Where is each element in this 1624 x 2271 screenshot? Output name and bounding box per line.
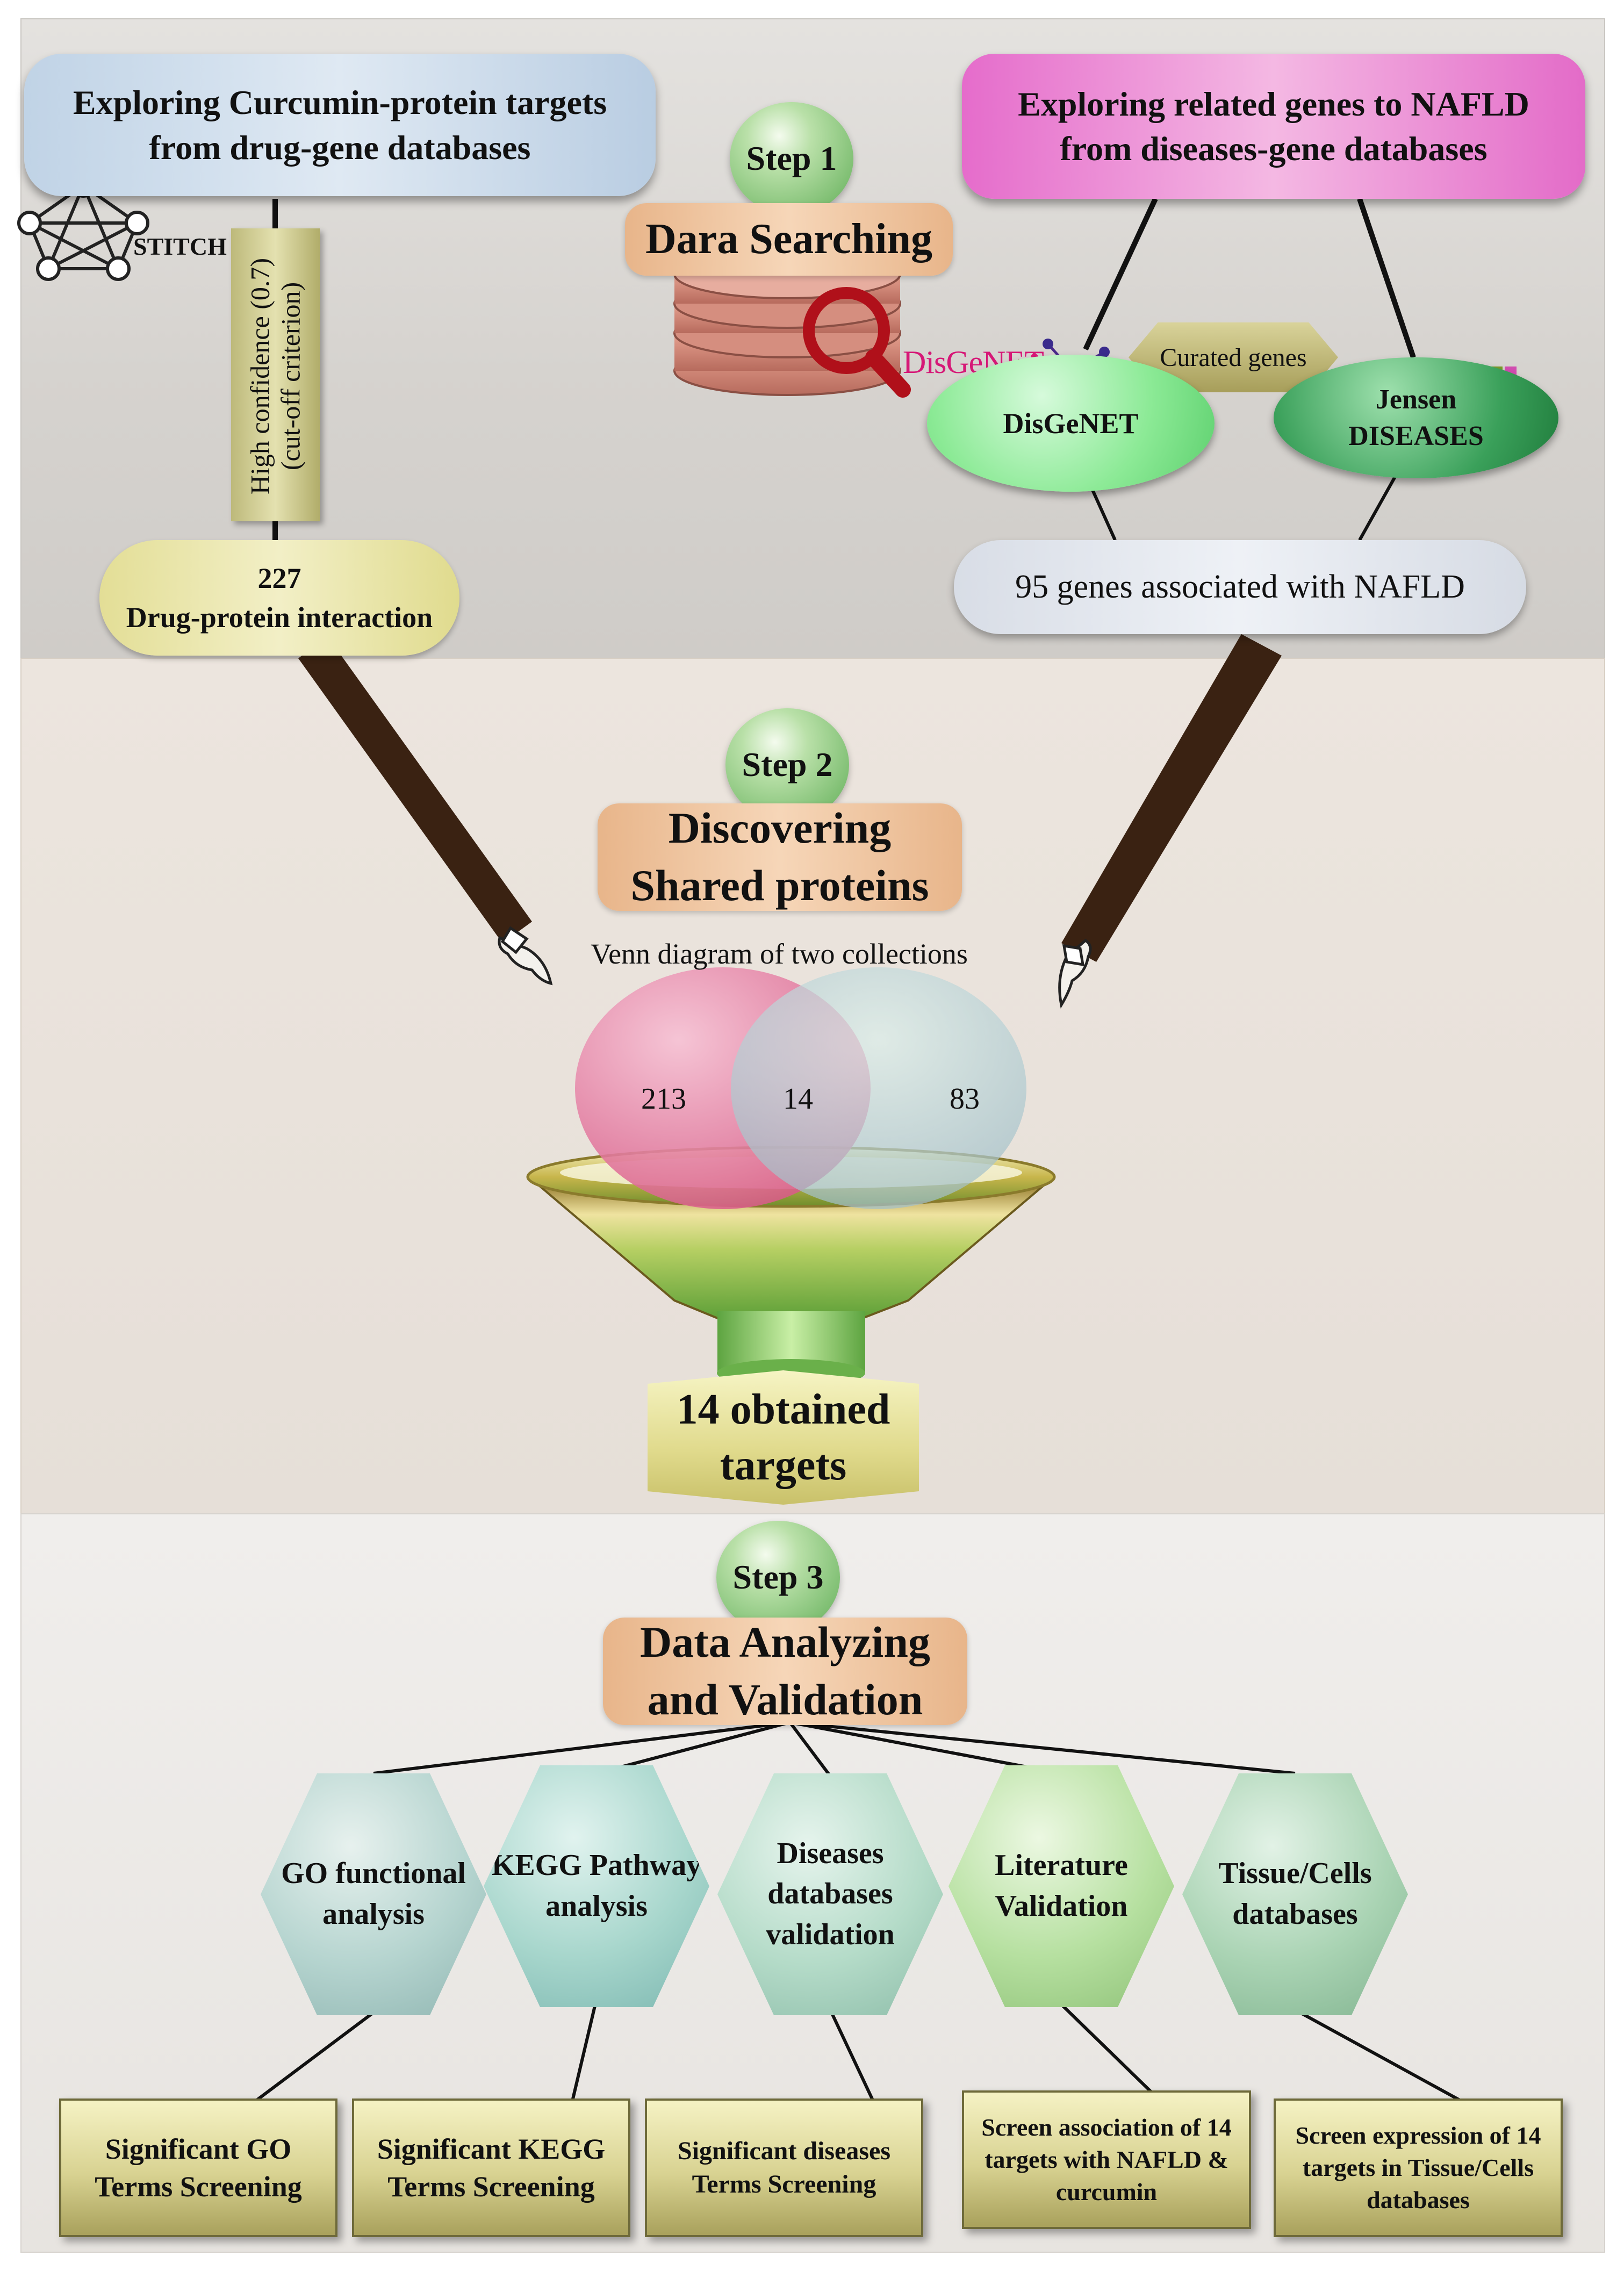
jensen-line-2: DISEASES: [1348, 420, 1484, 451]
obtained-targets-line-1: 14 obtained: [676, 1386, 890, 1433]
result-go-terms: Significant GO Terms Screening: [59, 2098, 337, 2237]
step2-title-line-1: Discovering: [668, 803, 892, 853]
nafld-genes-text: Exploring related genes to NAFLD from di…: [1018, 84, 1529, 168]
confidence-criterion-label: High confidence (0.7) (cut-off criterion…: [235, 230, 316, 523]
nafld-genes-box: Exploring related genes to NAFLD from di…: [962, 54, 1585, 199]
venn-right-set: [731, 967, 1026, 1209]
step1-badge: Step 1: [730, 102, 853, 215]
result-literature-association-label: Screen association of 14 targets with NA…: [981, 2114, 1232, 2205]
result-literature-association: Screen association of 14 targets with NA…: [962, 2090, 1251, 2229]
step3-badge: Step 3: [716, 1521, 840, 1634]
jensen-line-1: Jensen: [1375, 384, 1457, 415]
step2-label: Step 2: [742, 745, 833, 784]
step3-title-box: Data Analyzing and Validation: [603, 1618, 967, 1725]
step3-title-line-2: and Validation: [647, 1675, 923, 1724]
step1-label: Step 1: [746, 139, 837, 177]
curated-genes-label: Curated genes: [1160, 343, 1307, 372]
disgenet-ellipse: DisGeNET: [927, 355, 1215, 492]
hexagon-literature-validation-label: Literature Validation: [995, 1849, 1128, 1923]
drug-protein-interaction-box: 227 Drug-protein interaction: [99, 540, 459, 656]
confidence-line-2: (cut-off criterion): [275, 282, 306, 471]
hexagon-literature-validation: Literature Validation: [948, 1765, 1174, 2007]
venn-shared-count: 14: [783, 1082, 813, 1116]
result-go-terms-label: Significant GO Terms Screening: [95, 2132, 302, 2203]
venn-caption: Venn diagram of two collections: [537, 932, 1021, 975]
venn-right-count: 83: [950, 1082, 980, 1116]
step3-title-line-1: Data Analyzing: [640, 1618, 930, 1667]
hexagon-diseases-validation: Diseases databases validation: [717, 1773, 943, 2015]
step3-label: Step 3: [732, 1558, 824, 1596]
hexagon-tissue-cells: Tissue/Cells databases: [1182, 1773, 1408, 2015]
result-tissue-expression-label: Screen expression of 14 targets in Tissu…: [1295, 2122, 1541, 2213]
right-pointing-arm-icon: [1058, 634, 1282, 1009]
confidence-bar: [231, 228, 320, 521]
result-diseases-terms-label: Significant diseases Terms Screening: [677, 2136, 891, 2198]
step2-badge: Step 2: [725, 708, 849, 821]
nafld-genes-count-box: 95 genes associated with NAFLD: [954, 540, 1526, 634]
obtained-targets-box: 14 obtained targets: [648, 1370, 919, 1505]
stitch-label: STITCH: [133, 233, 227, 260]
result-tissue-expression: Screen expression of 14 targets in Tissu…: [1274, 2098, 1563, 2237]
curcumin-targets-box: Exploring Curcumin-protein targets from …: [24, 54, 656, 196]
step1-title: Dara Searching: [645, 215, 933, 263]
hexagon-diseases-validation-label: Diseases databases validation: [766, 1836, 895, 1951]
result-kegg-terms: Significant KEGG Terms Screening: [352, 2098, 630, 2237]
interaction-count: 227: [257, 562, 301, 594]
nafld-genes-count-label: 95 genes associated with NAFLD: [1015, 569, 1465, 605]
curcumin-targets-text: Exploring Curcumin-protein targets from …: [73, 83, 607, 167]
hexagon-go-functional: GO functional analysis: [261, 1773, 486, 2015]
interaction-label: Drug-protein interaction: [126, 601, 433, 634]
hexagon-kegg-pathway: KEGG Pathway analysis: [484, 1765, 709, 2007]
hexagon-kegg-pathway-label: KEGG Pathway analysis: [491, 1849, 702, 1923]
venn-diagram: [575, 967, 1026, 1209]
jensen-ellipse: Jensen DISEASES: [1274, 357, 1558, 478]
left-pointing-arm-icon: [298, 637, 553, 986]
step1-title-box: Dara Searching: [625, 203, 953, 276]
venn-left-count: 213: [641, 1082, 686, 1116]
step3-connector-lines: [254, 1721, 1463, 2103]
hexagon-tissue-cells-label: Tissue/Cells databases: [1218, 1857, 1372, 1931]
result-kegg-terms-label: Significant KEGG Terms Screening: [377, 2132, 606, 2203]
step2-title-box: Discovering Shared proteins: [598, 803, 962, 911]
obtained-targets-line-2: targets: [720, 1442, 847, 1489]
result-diseases-terms: Significant diseases Terms Screening: [645, 2098, 923, 2237]
disgenet-label: DisGeNET: [1003, 407, 1139, 440]
venn-caption-text: Venn diagram of two collections: [591, 938, 968, 970]
confidence-line-1: High confidence (0.7): [245, 257, 275, 495]
hexagon-go-functional-label: GO functional analysis: [281, 1857, 466, 1931]
step2-title-line-2: Shared proteins: [630, 861, 929, 910]
